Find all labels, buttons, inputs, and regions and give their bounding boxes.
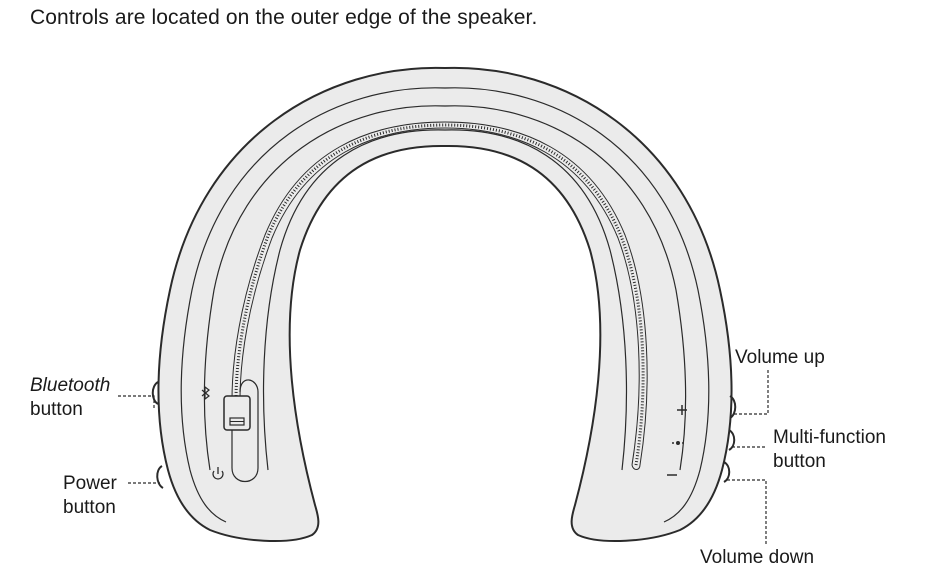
bluetooth-icon bbox=[201, 385, 210, 401]
power-icon bbox=[212, 467, 224, 480]
speaker-inner-hole-contour bbox=[262, 129, 628, 471]
grille-right-end bbox=[631, 464, 641, 470]
speaker-outer-body bbox=[157, 66, 733, 542]
volume-up-edge-bump bbox=[729, 395, 737, 419]
multifunction-dots-icon bbox=[672, 441, 684, 445]
multifunction-label-line1: Multi-function bbox=[773, 427, 886, 448]
power-label-line1: Power bbox=[63, 473, 117, 494]
plus-icon bbox=[677, 405, 687, 415]
multifunction-label-line2: button bbox=[773, 451, 826, 472]
left-control-slot bbox=[231, 379, 259, 483]
bluetooth-label-line1: Bluetooth bbox=[30, 375, 111, 396]
bluetooth-label-line2: button bbox=[30, 399, 83, 420]
bluetooth-edge-bump bbox=[151, 381, 159, 405]
speaker-grille-outer bbox=[231, 121, 648, 466]
volume-up-label: Volume up bbox=[735, 347, 825, 368]
bluetooth-button-label: Bluetooth button bbox=[30, 374, 110, 422]
speaker-grille-inner bbox=[239, 127, 640, 466]
port-cover bbox=[223, 395, 251, 431]
volume-down-edge-bump bbox=[723, 461, 731, 483]
speaker-grille-texture bbox=[234, 123, 645, 466]
bluetooth-leader-line bbox=[118, 395, 155, 408]
multifunction-button-label: Multi-function button bbox=[773, 426, 886, 474]
volume-up-leader-line bbox=[733, 370, 769, 415]
power-edge-bump bbox=[156, 465, 164, 489]
multifunction-edge-bump bbox=[728, 429, 736, 451]
diagram-caption: Controls are located on the outer edge o… bbox=[30, 6, 538, 29]
volume-down-label: Volume down bbox=[700, 547, 815, 568]
power-label-line2: button bbox=[63, 497, 116, 518]
power-button-label: Power button bbox=[63, 472, 117, 520]
speaker-inner-contour-outer bbox=[180, 87, 710, 523]
volume-down-leader-line bbox=[727, 479, 767, 545]
